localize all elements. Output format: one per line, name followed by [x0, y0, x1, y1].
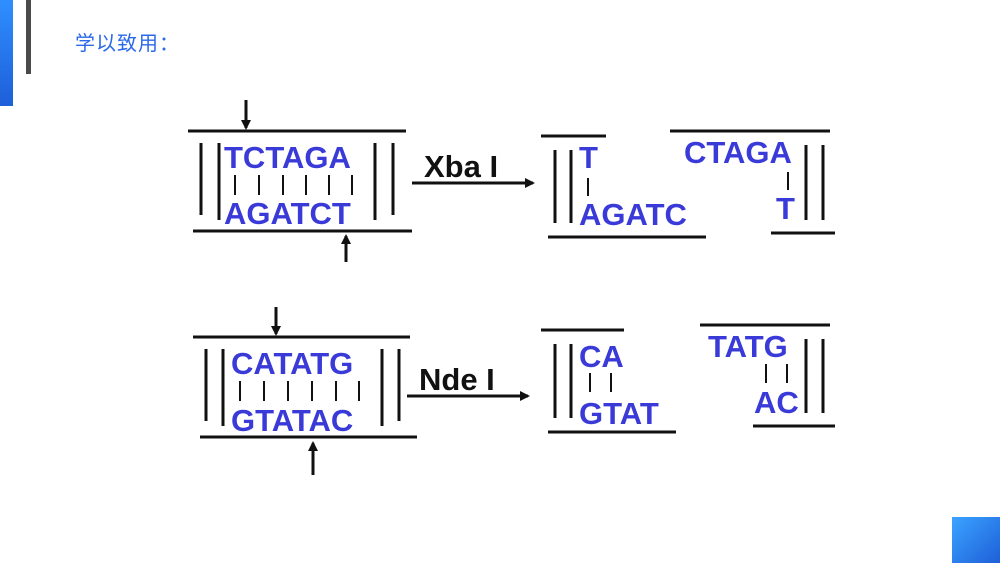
xbaI-base-pair-ticks: [234, 175, 353, 195]
xbaI-left-fragment-bottom-sequence: AGATC: [579, 197, 687, 232]
ndeI-enzyme-label: Nde I: [419, 362, 495, 397]
ndeI-right-fragment-bottom-sequence: AC: [754, 385, 799, 420]
xbaI-site-bottom-sequence: AGATCT: [224, 196, 351, 231]
ndeI-right-fragment-top-sequence: TATG: [708, 329, 788, 364]
xbaI-site-group: [188, 100, 535, 262]
ndeI-left-fragment-bottom-sequence: GTAT: [579, 396, 659, 431]
page-title: 学以致用：: [75, 31, 180, 55]
xbaI-enzyme-label: Xba I: [424, 149, 498, 184]
xbaI-left-fragment-top-sequence: T: [579, 140, 598, 175]
ndeI-right-fragment: [700, 323, 835, 428]
xbaI-right-fragment-top-sequence: CTAGA: [684, 135, 792, 170]
left-accent-bar: [0, 0, 13, 106]
left-accent-line: [26, 0, 31, 74]
ndeI-site-group: [193, 307, 530, 475]
xbaI-site-top-sequence: TCTAGA: [224, 140, 351, 175]
xbaI-right-fragment: [670, 129, 835, 235]
ndeI-site-bottom-sequence: GTATAC: [231, 403, 353, 438]
corner-accent-block: [952, 517, 1000, 563]
ndeI-left-fragment: [541, 328, 676, 434]
ndeI-base-pair-ticks: [239, 381, 360, 401]
xbaI-right-fragment-bottom-sequence: T: [776, 191, 795, 226]
xbaI-left-fragment: [541, 134, 706, 239]
ndeI-left-fragment-top-sequence: CA: [579, 339, 624, 374]
ndeI-site-top-sequence: CATATG: [231, 346, 353, 381]
